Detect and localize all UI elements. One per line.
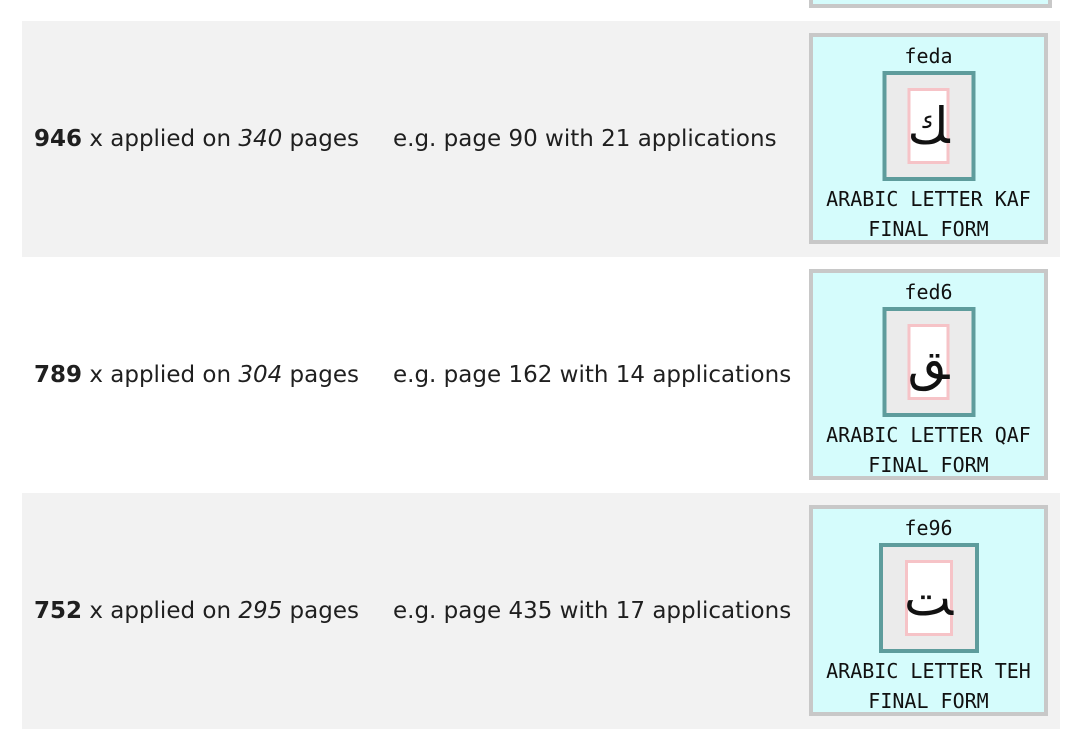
glyph-codepoint: feda <box>904 44 953 68</box>
glyph-card[interactable]: fed6 ﻖ ARABIC LETTER QAF FINAL FORM <box>809 269 1048 480</box>
glyph-codepoint: fed6 <box>904 280 953 304</box>
applied-label: x applied on <box>82 362 239 388</box>
application-count: 789 <box>34 362 83 388</box>
example-page-text: e.g. page 162 with 14 applications <box>393 362 792 388</box>
glyph-character: ﻚ <box>907 97 950 155</box>
usage-count: 946 x applied on 340 pages <box>34 21 359 257</box>
glyph-card[interactable]: feda ﻚ ARABIC LETTER KAF FINAL FORM <box>809 33 1048 244</box>
pages-label: pages <box>282 362 359 388</box>
glyph-name: ARABIC LETTER TEH FINAL FORM <box>813 656 1044 716</box>
glyph-codepoint: fe96 <box>904 516 953 540</box>
glyph-name: ARABIC LETTER QAF FINAL FORM <box>813 420 1044 480</box>
glyph-box: ﺖ <box>903 560 954 636</box>
glyph-box: ﻚ <box>907 88 950 164</box>
glyph-name-line2: FINAL FORM <box>868 217 989 241</box>
pages-label: pages <box>282 598 359 624</box>
glyph-frame: ﻖ <box>882 307 975 417</box>
usage-count: 789 x applied on 304 pages <box>34 257 359 493</box>
example-page-text: e.g. page 90 with 21 applications <box>393 126 777 152</box>
glyph-box: ﻖ <box>907 324 950 400</box>
glyph-name-line1: ARABIC LETTER TEH <box>826 659 1031 683</box>
glyph-frame: ﻚ <box>882 71 975 181</box>
pages-label: pages <box>282 126 359 152</box>
applied-label: x applied on <box>82 598 239 624</box>
glyph-character: ﻖ <box>907 333 950 391</box>
previous-glyph-card-edge <box>809 0 1052 8</box>
page-count: 304 <box>238 362 283 388</box>
usage-count: 752 x applied on 295 pages <box>34 493 359 729</box>
glyph-character: ﺖ <box>903 569 954 627</box>
application-count: 946 <box>34 126 83 152</box>
glyph-name-line1: ARABIC LETTER QAF <box>826 423 1031 447</box>
glyph-name: ARABIC LETTER KAF FINAL FORM <box>813 184 1044 244</box>
page-count: 295 <box>238 598 283 624</box>
applied-label: x applied on <box>82 126 239 152</box>
glyph-card[interactable]: fe96 ﺖ ARABIC LETTER TEH FINAL FORM <box>809 505 1048 716</box>
glyph-name-line2: FINAL FORM <box>868 689 989 713</box>
glyph-row: 946 x applied on 340 pages e.g. page 90 … <box>22 21 1060 257</box>
glyph-name-line2: FINAL FORM <box>868 453 989 477</box>
example-page-text: e.g. page 435 with 17 applications <box>393 598 792 624</box>
glyph-row: 789 x applied on 304 pages e.g. page 162… <box>22 257 1060 493</box>
glyph-name-line1: ARABIC LETTER KAF <box>826 187 1031 211</box>
page-count: 340 <box>238 126 283 152</box>
glyph-row: 752 x applied on 295 pages e.g. page 435… <box>22 493 1060 729</box>
application-count: 752 <box>34 598 83 624</box>
glyph-frame: ﺖ <box>878 543 979 653</box>
